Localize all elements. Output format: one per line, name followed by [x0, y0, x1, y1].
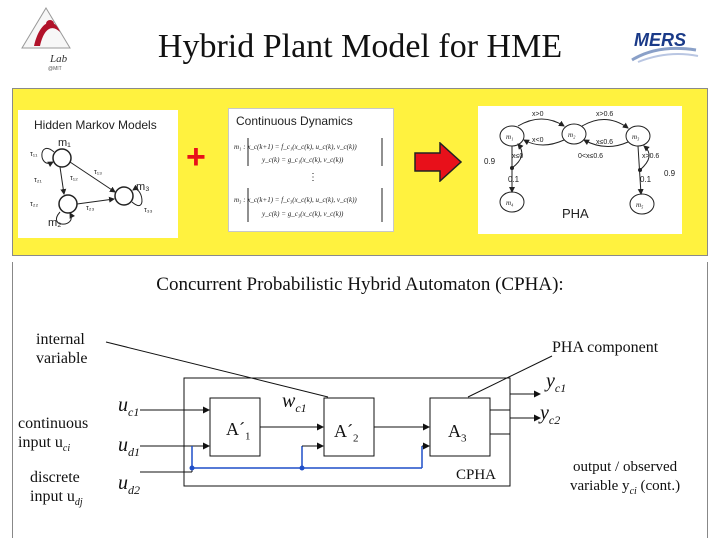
- pha-state-2-label: m₂: [568, 131, 576, 139]
- hmm-title: Hidden Markov Models: [34, 118, 157, 132]
- pha-prob-4: 0.9: [664, 169, 676, 178]
- pha-label: PHA: [562, 206, 589, 221]
- pha-state-5-label: m₅: [636, 201, 644, 209]
- continuous-dynamics-box: [228, 108, 394, 232]
- big-arrow-icon: [414, 142, 462, 182]
- hmm-label-m3: m₃: [136, 181, 150, 193]
- block-a3-label: A3: [448, 421, 467, 445]
- cpha-label: CPHA: [456, 467, 497, 483]
- pha-state-2: [561, 123, 587, 145]
- block-a1: [209, 397, 261, 457]
- pha-component-label: PHA component: [552, 339, 659, 356]
- block-a2-label: A´2: [334, 421, 359, 445]
- hmm-label-m2: m₂: [48, 217, 61, 229]
- block-a2: [323, 397, 375, 457]
- pha-state-1-label: m₁: [506, 133, 514, 141]
- input-ud1: ud1: [118, 434, 140, 459]
- equation-dots: ⋮: [308, 172, 318, 183]
- pha-guard-6: 0<x≤0.6: [578, 153, 603, 160]
- logo-mit-text: @MIT: [48, 66, 62, 72]
- discrete-input-label: discrete input udj: [30, 469, 83, 509]
- pha-prob-3: 0.1: [640, 175, 652, 184]
- pha-prob-1: 0.9: [484, 157, 496, 166]
- hmm-node-1: [52, 148, 72, 168]
- hmm-diagram: m₁ m₂ m₃ τ₁₁ τ₂₁ τ₁₂ τ₁₃ τ₂₂ τ₂₃ τ₃₃: [30, 137, 153, 229]
- pha-prob-2: 0.1: [508, 175, 520, 184]
- hmm-label-t21: τ₂₁: [34, 177, 42, 184]
- hmm-label-t13: τ₁₃: [94, 169, 102, 176]
- pha-state-3-label: m₃: [632, 133, 640, 141]
- mers-logo-text: MERS: [634, 30, 686, 50]
- page-title: Hybrid Plant Model for HME: [157, 28, 563, 65]
- block-a1-label: A´1: [226, 419, 251, 443]
- pha-guard-7: x>0.6: [642, 153, 659, 160]
- pha-guard-1: x>0: [532, 111, 544, 118]
- cpha-title: Concurrent Probabilistic Hybrid Automato…: [156, 274, 564, 295]
- hmm-label-m1: m₁: [58, 137, 71, 149]
- internal-variable-label: internal variable: [36, 331, 88, 367]
- hmm-label-t12: τ₁₂: [70, 175, 78, 182]
- logo-lab-text: Lab: [49, 53, 68, 65]
- pha-guard-2: x>0.6: [596, 111, 613, 118]
- equation-2: y_c(k) = g_c₁(x_c(k), v_c(k)): [261, 156, 344, 164]
- hmm-node-3: [114, 186, 134, 206]
- pha-guard-3: x<0: [532, 137, 544, 144]
- hmm-label-t23: τ₂₃: [86, 205, 94, 212]
- equation-4: y_c(k) = g_c₃(x_c(k), v_c(k)): [261, 210, 344, 218]
- output-yc1: yc1: [546, 370, 567, 395]
- continuous-input-label: continuous input uci: [18, 415, 89, 455]
- hmm-label-t33: τ₃₃: [144, 207, 153, 214]
- pha-diagram: m₁ m₂ m₃ m₄ m₅ x>0 x>0.6 x<0 x≤0.6 x≤0 0…: [484, 111, 676, 221]
- cpha-diagram: [105, 341, 553, 487]
- pha-guard-4: x≤0.6: [596, 139, 613, 146]
- mers-logo: MERS: [628, 26, 700, 66]
- pha-component-callout: [467, 355, 553, 398]
- plus-sign: +: [186, 138, 206, 176]
- hmm-label-t11: τ₁₁: [30, 151, 38, 158]
- continuous-dynamics-title: Continuous Dynamics: [236, 114, 353, 128]
- input-uc1: uc1: [118, 394, 140, 419]
- hmm-label-t22: τ₂₂: [30, 201, 38, 208]
- block-a3: [429, 397, 491, 457]
- ilab-logo: Lab @MIT: [20, 6, 72, 72]
- equation-3: m₃ : x_c(k+1) = f_c₃(x_c(k), u_c(k), v_c…: [234, 196, 357, 204]
- internal-w-c1: wc1: [282, 390, 307, 415]
- pha-state-4-label: m₄: [506, 199, 514, 207]
- hmm-box: [18, 110, 178, 238]
- equations-diagram: m₁ : x_c(k+1) = f_c₁(x_c(k), u_c(k), v_c…: [234, 138, 383, 222]
- hmm-node-2: [58, 194, 78, 214]
- equation-1: m₁ : x_c(k+1) = f_c₁(x_c(k), u_c(k), v_c…: [234, 143, 357, 151]
- output-yc2: yc2: [540, 402, 561, 427]
- input-ud2: ud2: [118, 472, 140, 497]
- output-observed-label: output / observed variable yci (cont.): [570, 459, 681, 497]
- pha-guard-5: x≤0: [512, 153, 523, 160]
- internal-variable-callout: [105, 341, 329, 398]
